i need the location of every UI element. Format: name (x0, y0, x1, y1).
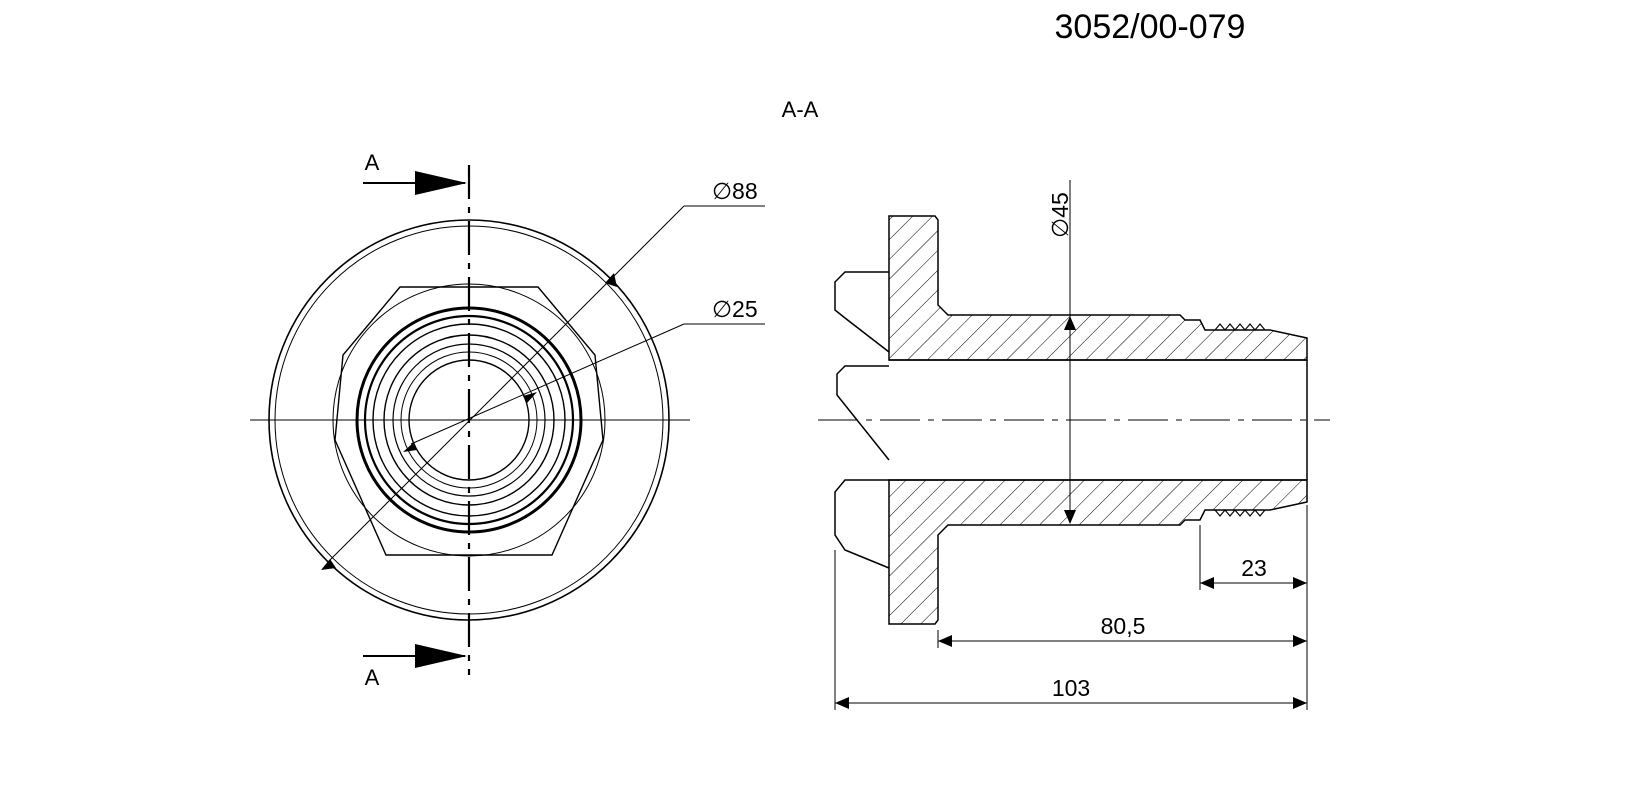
dim-arrow-23-right (1293, 577, 1307, 589)
section-title: A-A (782, 97, 819, 122)
dim-arrow-88-a (605, 273, 617, 287)
lug-middle (836, 365, 890, 461)
thread-teeth-top (1214, 323, 1266, 331)
thread-ring-2 (363, 314, 575, 526)
section-arrows: A A (363, 150, 467, 690)
thread-ring-6 (400, 351, 538, 489)
section-arrow-bottom-head (415, 644, 467, 668)
dim-body-length: 80,5 (1101, 613, 1146, 639)
thread-ring-4 (383, 334, 555, 506)
dim-line-25 (410, 323, 685, 445)
dim-arrow-88-b (321, 559, 336, 570)
section-bottom-wall (888, 479, 1308, 625)
section-dimensions (834, 180, 1308, 710)
section-marker-bottom: A (365, 665, 380, 690)
dim-arrow-23-left (1200, 577, 1214, 589)
section-view (818, 215, 1330, 625)
section-top-wall (888, 215, 1308, 361)
dim-arrow-45-top (1064, 316, 1076, 330)
thread-ring-3 (372, 323, 566, 517)
dim-outer-diameter: ∅88 (712, 178, 758, 204)
outer-flange-circle (268, 219, 670, 621)
drawing-number: 3052/00-079 (1055, 8, 1246, 46)
dim-inner-diameter: ∅25 (712, 296, 758, 322)
front-view (250, 165, 690, 675)
dim-arrow-80-5-left (938, 635, 952, 647)
thread-teeth-bottom (1214, 509, 1266, 517)
lug-circle (332, 283, 606, 557)
dim-arrow-45-bottom (1064, 510, 1076, 524)
dim-thread-length: 23 (1241, 555, 1267, 581)
section-arrow-top-head (415, 171, 467, 195)
lug-bottom (834, 479, 890, 569)
dim-arrow-103-left (835, 697, 849, 709)
thread-ring-outer (355, 306, 583, 534)
dim-line-88 (327, 205, 685, 563)
hex-lug-outline (334, 286, 604, 556)
bore-circle (408, 359, 530, 481)
dim-arrow-103-right (1293, 697, 1307, 709)
thread-ring-5 (392, 343, 546, 497)
dim-arrow-25-a (523, 392, 537, 403)
front-dimensions (321, 205, 765, 570)
section-marker-top: A (365, 150, 380, 175)
dim-total-length: 103 (1052, 675, 1090, 701)
lug-top (834, 271, 890, 353)
dim-arrow-80-5-right (1293, 635, 1307, 647)
dim-bore-diameter: ∅45 (1047, 192, 1073, 238)
outer-flange-inner-edge (274, 225, 664, 615)
dim-arrow-25-b (403, 443, 417, 452)
